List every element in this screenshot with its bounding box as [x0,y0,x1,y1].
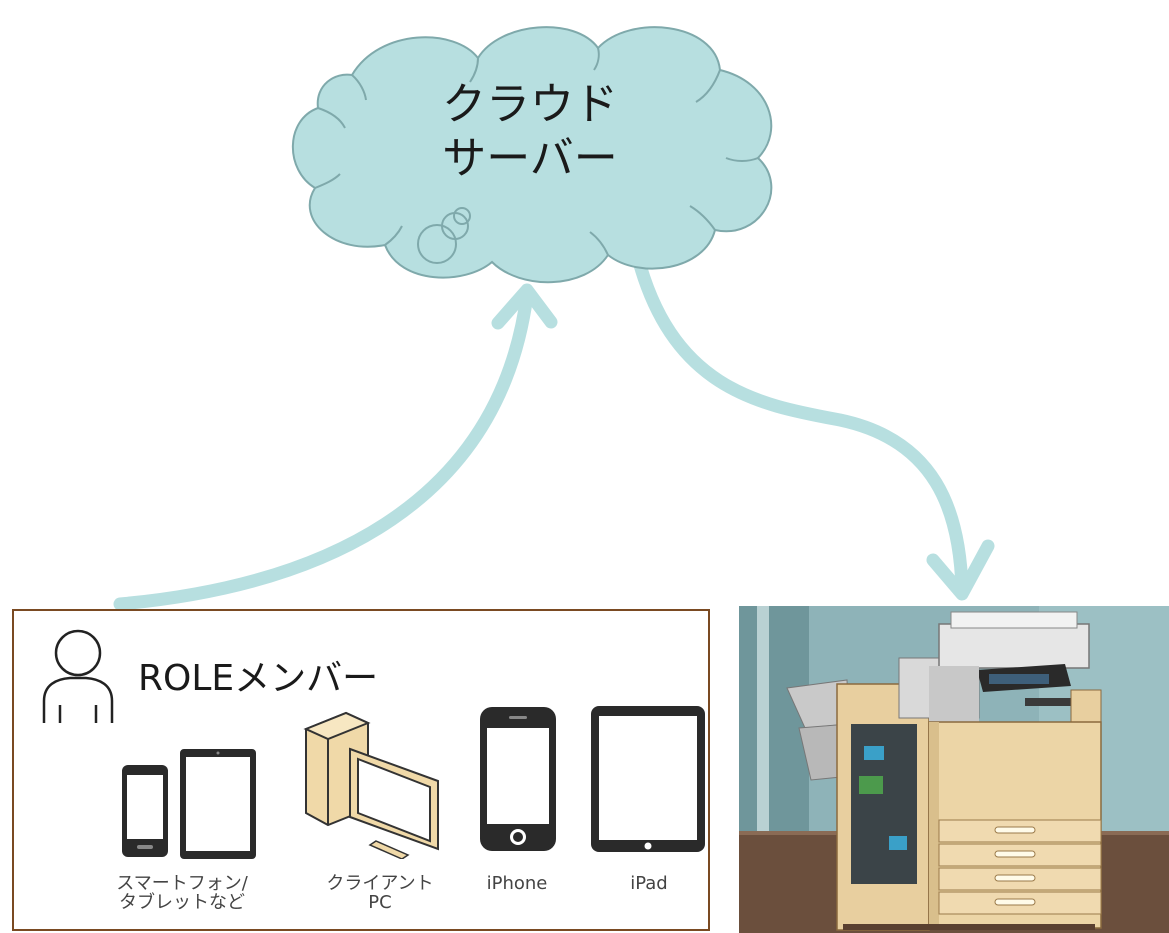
tablet-icon [180,749,256,859]
multifunction-printer-photo [739,606,1169,933]
device-label-client-pc: クライアント PC [326,873,434,913]
device-label-iphone: iPhone [486,873,548,894]
member-to-cloud-arrowhead [491,283,558,330]
device-label-ipad: iPad [630,873,668,894]
ipad-icon [591,706,705,852]
member-to-cloud-arrow [113,288,534,611]
client-pc-icon [303,711,439,859]
printer-illustration [739,606,1169,933]
smartphone-icon [122,765,168,857]
cloud-to-printer-arrowhead [926,539,995,601]
iphone-icon [480,707,556,851]
user-icon [42,629,114,723]
cloud-server-label: クラウド サーバー [400,78,660,186]
role-member-box: ROLEメンバー スマートフォン/ タブレットなど クライアント PC iPho… [12,609,710,931]
cloud-label-line2: サーバー [442,133,618,184]
member-title: ROLEメンバー [138,658,379,699]
cloud-label-line1: クラウド [442,79,618,130]
cloud-to-printer-arrow [629,243,969,597]
device-label-smartphone: スマートフォン/ タブレットなど [116,873,248,913]
